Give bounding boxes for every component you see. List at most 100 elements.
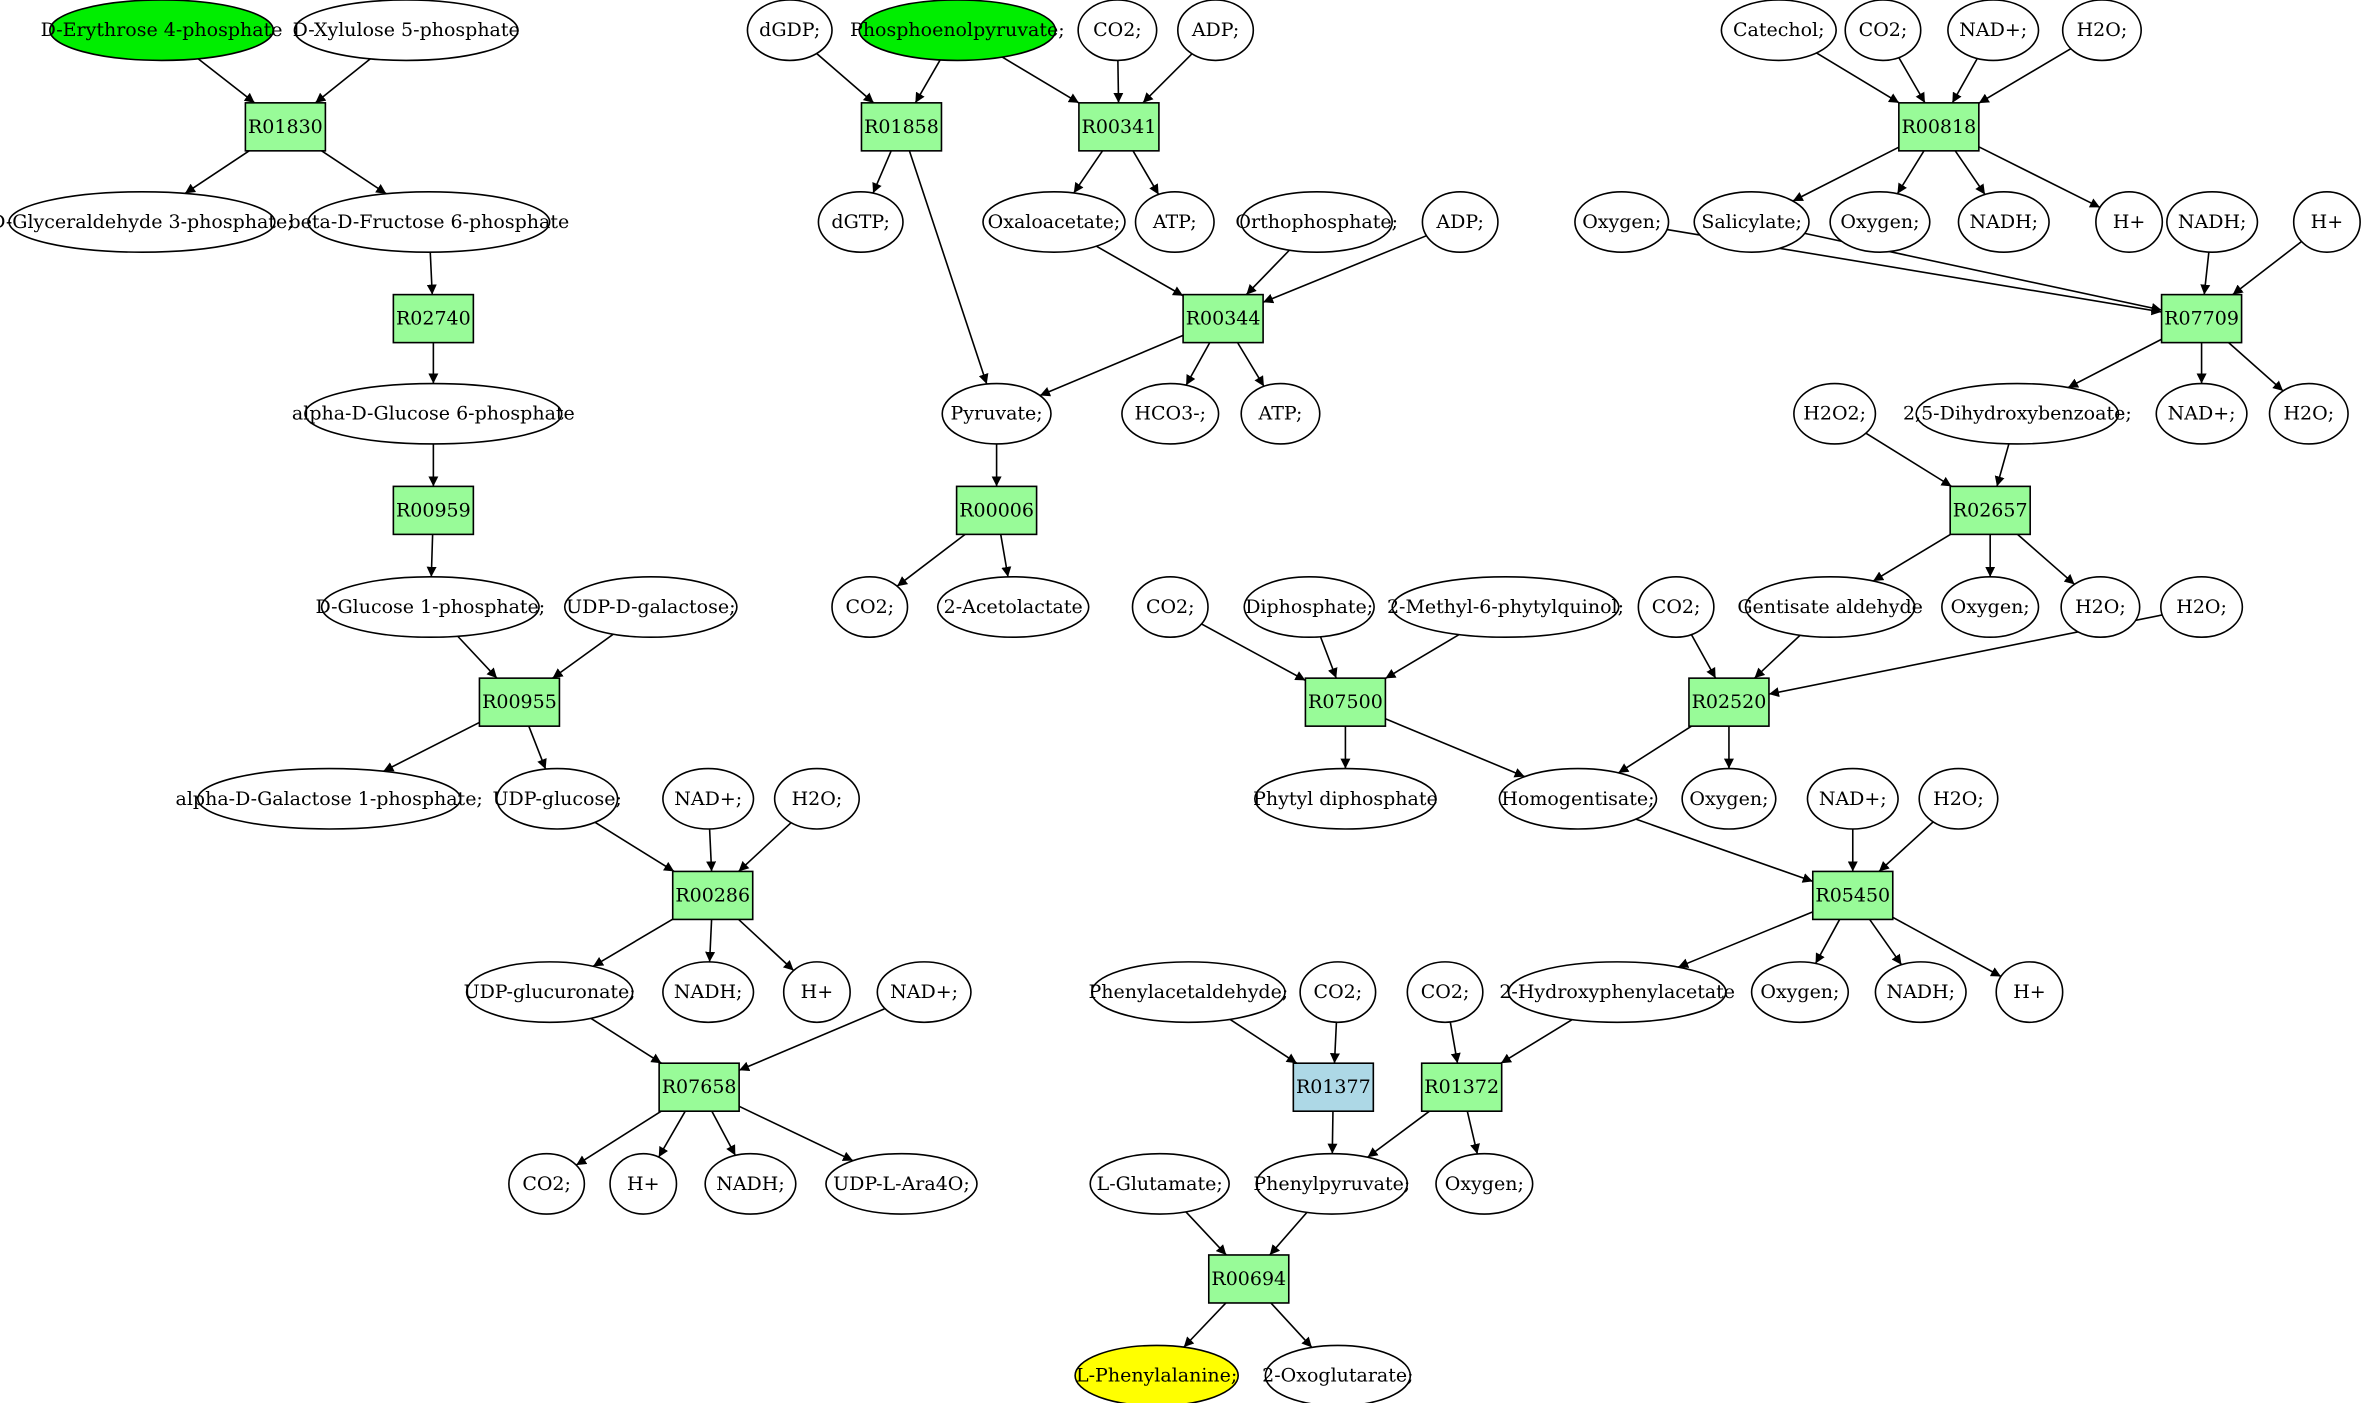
reaction-node[interactable]: R02520 — [1688, 677, 1770, 727]
compound-node[interactable]: Oxygen; — [1681, 767, 1777, 830]
compound-node[interactable]: NAD+; — [2155, 382, 2248, 445]
compound-node[interactable]: H+ — [609, 1152, 678, 1215]
reaction-node[interactable]: R00341 — [1078, 102, 1160, 152]
compound-node[interactable]: Salicylate; — [1693, 190, 1810, 253]
compound-node[interactable]: Gentisate aldehyde — [1737, 576, 1923, 639]
compound-node[interactable]: ATP; — [1240, 382, 1321, 445]
reaction-node[interactable]: R00694 — [1207, 1254, 1290, 1304]
compound-node[interactable]: Phosphoenolpyruvate; — [850, 0, 1065, 62]
compound-node[interactable]: dGTP; — [817, 190, 904, 253]
compound-node[interactable]: NAD+; — [1806, 767, 1899, 830]
compound-node[interactable]: Oxygen; — [1574, 190, 1670, 253]
reaction-node[interactable]: R00955 — [478, 677, 561, 727]
edge-arrow — [1270, 1302, 1313, 1348]
compound-node[interactable]: Oxygen; — [1941, 576, 2040, 639]
compound-node[interactable]: UDP-D-galactose; — [563, 576, 738, 639]
compound-node[interactable]: CO2; — [1131, 576, 1209, 639]
reaction-node[interactable]: R00818 — [1898, 102, 1980, 152]
compound-node[interactable]: H+ — [2292, 190, 2361, 253]
compound-node[interactable]: 2-Methyl-6-phytylquinol; — [1387, 576, 1624, 639]
compound-node[interactable]: ATP; — [1134, 190, 1215, 253]
compound-node[interactable]: Orthophosphate; — [1235, 190, 1398, 253]
compound-node[interactable]: Oxygen; — [1829, 190, 1931, 253]
reaction-node[interactable]: R01858 — [860, 102, 943, 152]
compound-node[interactable]: Oxaloacetate; — [982, 190, 1126, 253]
compound-node[interactable]: Phenylpyruvate; — [1253, 1152, 1410, 1215]
compound-node[interactable]: CO2; — [1299, 961, 1377, 1024]
reaction-node[interactable]: R00344 — [1182, 293, 1264, 344]
compound-node[interactable]: CO2; — [508, 1152, 586, 1215]
compound-node[interactable]: CO2; — [1406, 961, 1484, 1024]
compound-node[interactable]: 2-Acetolactate — [936, 576, 1090, 639]
reaction-node[interactable]: R05450 — [1811, 870, 1894, 921]
reaction-node[interactable]: R00959 — [392, 485, 475, 536]
reaction-node[interactable]: R00006 — [955, 485, 1038, 536]
compound-ellipse — [1254, 767, 1437, 830]
compound-node[interactable]: ADP; — [1421, 190, 1499, 253]
compound-node[interactable]: H2O; — [773, 767, 860, 830]
reaction-node[interactable]: R00286 — [671, 870, 754, 921]
reaction-node[interactable]: R02740 — [392, 293, 475, 344]
compound-node[interactable]: NADH; — [704, 1152, 797, 1215]
compound-node[interactable]: 2-Hydroxyphenylacetate — [1499, 961, 1735, 1024]
compound-node[interactable]: alpha-D-Glucose 6-phosphate — [292, 382, 575, 445]
compound-node[interactable]: H2O2; — [1793, 382, 1877, 445]
compound-node[interactable]: H2O; — [1918, 767, 1999, 830]
compound-node[interactable]: NADH; — [1874, 961, 1967, 1024]
compound-node[interactable]: L-Glutamate; — [1089, 1152, 1230, 1215]
compound-node[interactable]: NAD+; — [662, 767, 755, 830]
compound-node[interactable]: D-Xylulose 5-phosphate — [293, 0, 520, 62]
compound-node[interactable]: dGDP; — [746, 0, 833, 62]
compound-node[interactable]: CO2; — [1844, 0, 1922, 62]
compound-node[interactable]: alpha-D-Galactose 1-phosphate; — [176, 767, 483, 830]
reaction-node[interactable]: R01377 — [1292, 1062, 1375, 1112]
compound-node[interactable]: beta-D-Fructose 6-phosphate — [288, 190, 569, 253]
compound-node[interactable]: Pyruvate; — [941, 382, 1052, 445]
compound-node[interactable]: Catechol; — [1720, 0, 1837, 62]
compound-ellipse — [307, 190, 551, 253]
reaction-node[interactable]: R07658 — [658, 1062, 740, 1112]
edge-arrow — [816, 52, 875, 104]
reaction-node[interactable]: R01830 — [244, 102, 327, 152]
compound-ellipse — [1299, 961, 1377, 1024]
compound-node[interactable]: H+ — [2095, 190, 2164, 253]
compound-node[interactable]: D-Glyceraldehyde 3-phosphate; — [0, 190, 294, 253]
compound-node[interactable]: NADH; — [662, 961, 755, 1024]
compound-node[interactable]: NAD+; — [1947, 0, 2040, 62]
compound-node[interactable]: L-Phenylalanine; — [1074, 1344, 1239, 1403]
compound-node[interactable]: HCO3-; — [1121, 382, 1220, 445]
reaction-node[interactable]: R02657 — [1949, 485, 2031, 536]
compound-node[interactable]: Oxygen; — [1750, 961, 1850, 1024]
compound-node[interactable]: H2O; — [2060, 576, 2141, 639]
compound-node[interactable]: UDP-glucuronate; — [464, 961, 636, 1024]
compound-node[interactable]: UDP-L-Ara4O; — [825, 1152, 978, 1215]
reaction-label: R00286 — [675, 884, 750, 906]
compound-node[interactable]: 2-Oxoglutarate; — [1262, 1344, 1414, 1403]
compound-node[interactable]: ADP; — [1177, 0, 1255, 62]
compound-node[interactable]: H2O; — [2061, 0, 2142, 62]
reaction-node[interactable]: R07500 — [1304, 677, 1387, 727]
compound-node[interactable]: H2O; — [2160, 576, 2244, 639]
compound-node[interactable]: H2O; — [2268, 382, 2349, 445]
compound-node[interactable]: Phytyl diphosphate — [1253, 767, 1438, 830]
edge-arrow — [1319, 636, 1338, 679]
compound-node[interactable]: NADH; — [2166, 190, 2259, 253]
compound-node[interactable]: Oxygen; — [1435, 1152, 1534, 1215]
compound-node[interactable]: NADH; — [1957, 190, 2050, 253]
compound-node[interactable]: H+ — [1995, 961, 2064, 1024]
compound-node[interactable]: CO2; — [1637, 576, 1715, 639]
reaction-node[interactable]: R07709 — [2160, 293, 2243, 344]
compound-node[interactable]: NAD+; — [876, 961, 972, 1024]
compound-node[interactable]: Diphosphate; — [1243, 576, 1375, 639]
compound-node[interactable]: CO2; — [831, 576, 909, 639]
reaction-node[interactable]: R01372 — [1420, 1062, 1503, 1112]
compound-node[interactable]: UDP-glucose; — [493, 767, 622, 830]
compound-node[interactable]: Homogentisate; — [1498, 767, 1658, 830]
compound-node[interactable]: CO2; — [1077, 0, 1158, 62]
compound-node[interactable]: 2,5-Dihydroxybenzoate; — [1903, 382, 2132, 445]
compound-node[interactable]: D-Erythrose 4-phosphate — [41, 0, 283, 62]
compound-node[interactable]: D-Glucose 1-phosphate; — [315, 576, 545, 639]
compound-node[interactable]: H+ — [782, 961, 851, 1024]
edge-arrow — [1896, 150, 1925, 195]
compound-node[interactable]: Phenylacetaldehyde; — [1088, 961, 1288, 1024]
